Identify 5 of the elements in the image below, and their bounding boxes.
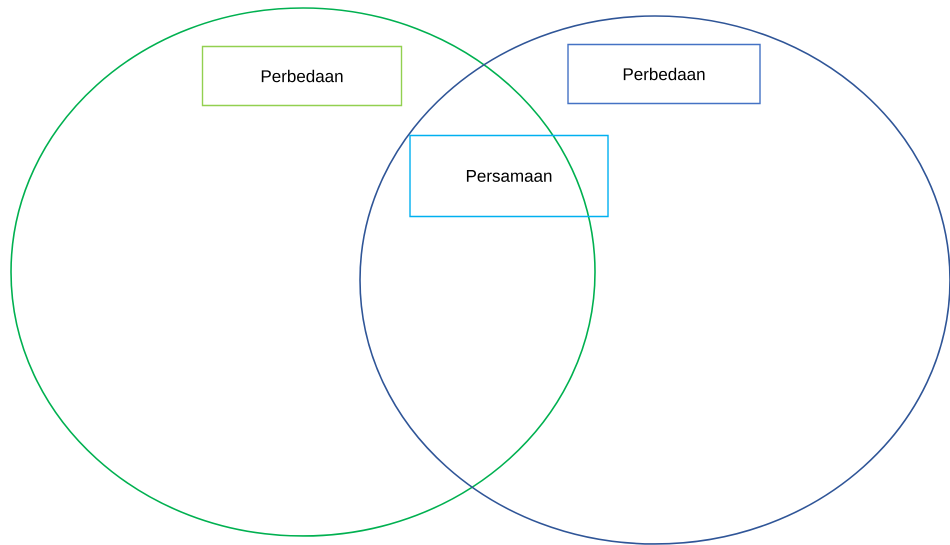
label-box: Perbedaan xyxy=(202,46,402,106)
label-box: Perbedaan xyxy=(567,44,761,104)
circle-outline xyxy=(359,15,950,545)
label-box: Persamaan xyxy=(409,134,609,218)
circle-outline xyxy=(10,7,596,537)
